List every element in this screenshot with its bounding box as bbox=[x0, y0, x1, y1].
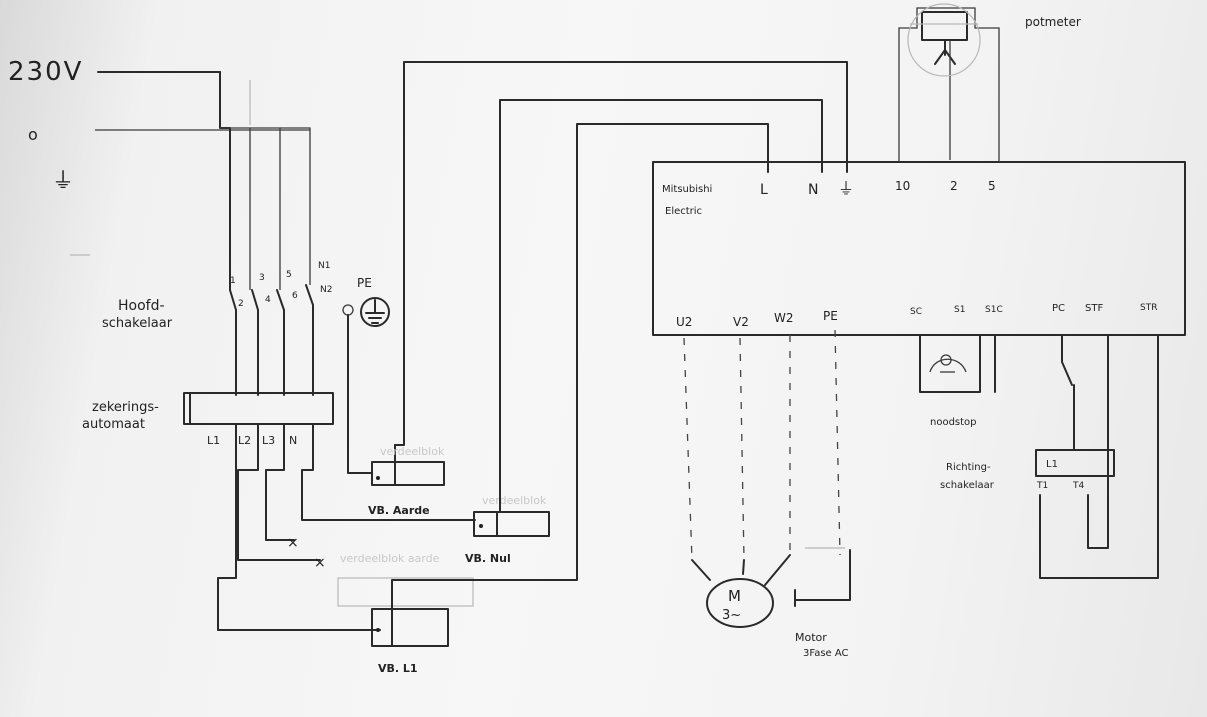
vfd-terminal-pc: PC bbox=[1052, 303, 1065, 314]
main-switch-label-1: Hoofd- bbox=[118, 298, 165, 314]
vfd-terminal-l: L bbox=[760, 182, 768, 198]
l2-wire-crossed bbox=[237, 423, 321, 561]
main-switch-pe-label: PE bbox=[357, 276, 372, 290]
direction-switch-label-2: schakelaar bbox=[940, 480, 995, 491]
feed-link-1 bbox=[220, 127, 251, 290]
direction-switch-t4: T4 bbox=[1072, 481, 1084, 491]
breaker-out-l3: L3 bbox=[262, 434, 275, 447]
main-switch-terminal-n2: N2 bbox=[320, 285, 332, 295]
main-switch-terminal-6: 6 bbox=[292, 291, 298, 301]
ghost-text: verdeelblok bbox=[380, 445, 445, 458]
l-to-vfd-wire bbox=[391, 123, 769, 610]
breaker-label-1: zekerings- bbox=[92, 400, 159, 415]
breaker-out-l2: L2 bbox=[238, 434, 251, 447]
pe-terminal-icon bbox=[342, 304, 354, 316]
ghost-text: verdeelblok bbox=[482, 494, 547, 507]
vfd-brand-1: Mitsubishi bbox=[662, 184, 712, 195]
vb-aarde-label: VB. Aarde bbox=[368, 504, 430, 517]
main-switch-terminal-2: 2 bbox=[238, 299, 244, 309]
ghost-block bbox=[337, 577, 474, 607]
vfd-terminal-n: N bbox=[808, 182, 818, 198]
breaker-label-2: automaat bbox=[82, 417, 145, 432]
vb-nul-block bbox=[473, 511, 550, 537]
direction-switch-label-1: Richting- bbox=[946, 462, 991, 473]
vfd-terminal-10: 10 bbox=[895, 179, 910, 193]
crossed-mark-l2: × bbox=[314, 555, 326, 571]
vfd-terminal-v2: V2 bbox=[733, 315, 749, 329]
vfd-terminal-earth: ⏚ bbox=[838, 179, 854, 198]
vfd-terminal-pe: PE bbox=[823, 309, 838, 323]
main-switch-terminal-n1: N1 bbox=[318, 261, 330, 271]
ghost-text: verdeelblok aarde bbox=[340, 552, 440, 565]
vfd-terminal-str: STR bbox=[1140, 303, 1157, 313]
earth-to-vfd-wire bbox=[394, 61, 848, 446]
main-switch-terminal-1: 1 bbox=[230, 276, 236, 286]
supply-earth-symbol: ⏚ bbox=[52, 169, 74, 194]
supply-neutral-symbol: o bbox=[28, 125, 38, 144]
l3-wire-crossed bbox=[265, 423, 295, 541]
feed-n bbox=[280, 127, 311, 285]
l1-to-vb-l1-wire bbox=[217, 423, 381, 631]
supply-voltage-label: 230V bbox=[8, 57, 83, 87]
main-switch-label-2: schakelaar bbox=[102, 316, 173, 331]
n-to-vb-nul-wire bbox=[301, 423, 476, 521]
motor-wires bbox=[683, 329, 851, 607]
crossed-mark-l3: × bbox=[287, 535, 299, 551]
breaker-box bbox=[183, 392, 334, 425]
breaker-out-n: N bbox=[289, 434, 297, 447]
vfd-terminal-u2: U2 bbox=[676, 315, 692, 329]
motor-symbol-m: M bbox=[728, 587, 741, 605]
motor-label-1: Motor bbox=[795, 631, 827, 644]
breaker-out-l1: L1 bbox=[207, 434, 220, 447]
vfd-terminal-sc: SC bbox=[910, 307, 922, 317]
vfd-terminal-s1c: S1C bbox=[985, 305, 1003, 315]
neutral-to-vfd-wire bbox=[496, 99, 823, 513]
motor-label-2: 3Fase AC bbox=[803, 648, 849, 659]
emergency-stop-icon bbox=[919, 334, 996, 393]
vb-l1-label: VB. L1 bbox=[378, 662, 418, 675]
vb-aarde-block bbox=[371, 444, 445, 486]
vb-nul-label: VB. Nul bbox=[465, 552, 511, 565]
motor-symbol-phase: 3~ bbox=[722, 608, 741, 623]
vfd-terminal-w2: W2 bbox=[774, 311, 794, 325]
main-switch-terminal-4: 4 bbox=[265, 295, 271, 305]
direction-switch-l1: L1 bbox=[1046, 459, 1058, 470]
vb-l1-block bbox=[371, 608, 449, 647]
pe-earth-icon bbox=[360, 297, 390, 327]
switch-to-breaker-wires bbox=[235, 304, 314, 396]
direction-switch-wires bbox=[1035, 334, 1159, 579]
potentiometer-label: potmeter bbox=[1025, 15, 1081, 29]
pe-to-vb-aarde-wire bbox=[347, 314, 373, 474]
vfd-brand-2: Electric bbox=[665, 206, 702, 217]
direction-switch-t1: T1 bbox=[1036, 481, 1048, 491]
potentiometer-icon bbox=[898, 3, 1000, 162]
vfd-terminal-stf: STF bbox=[1085, 303, 1103, 314]
main-switch-terminal-3: 3 bbox=[259, 273, 265, 283]
main-switch-terminal-5: 5 bbox=[286, 270, 292, 280]
vfd-terminal-2: 2 bbox=[950, 179, 958, 193]
feed-link-2 bbox=[250, 127, 281, 290]
emergency-stop-label: noodstop bbox=[930, 417, 977, 428]
vfd-terminal-5: 5 bbox=[988, 179, 996, 193]
motor-symbol bbox=[706, 578, 774, 628]
main-switch-contacts bbox=[229, 284, 314, 311]
vfd-terminal-s1: S1 bbox=[954, 305, 965, 315]
feed-l1 bbox=[219, 71, 231, 291]
